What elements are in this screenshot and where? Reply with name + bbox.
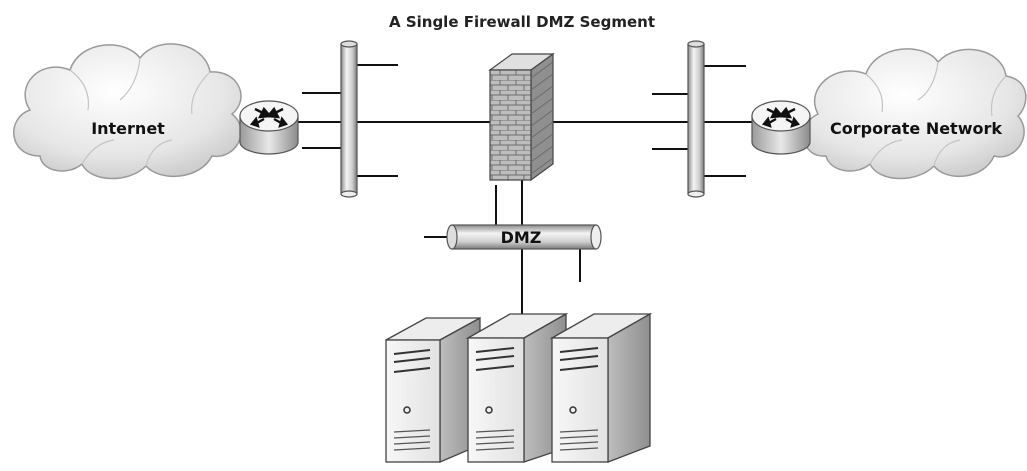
- corporate-router-icon: [751, 100, 811, 155]
- dmz-servers: [385, 312, 653, 463]
- server-icon: [549, 312, 653, 463]
- internet-cloud-icon: [13, 43, 242, 180]
- dmz-segment-pipe-icon: [446, 224, 602, 250]
- diagram-title: A Single Firewall DMZ Segment: [389, 13, 655, 31]
- internet-segment-pipe-icon: [340, 40, 358, 198]
- internet-label: Internet: [91, 119, 165, 138]
- connection-lines: [298, 64, 752, 318]
- internet-router-icon: [239, 100, 299, 155]
- corporate-segment-pipe-icon: [687, 40, 705, 198]
- dmz-label: DMZ: [501, 228, 542, 247]
- corporate-network-cloud-icon: [803, 48, 1027, 180]
- server-icon: [385, 316, 481, 463]
- firewall-icon: [488, 52, 555, 182]
- corporate-network-label: Corporate Network: [830, 119, 1002, 138]
- server-icon: [465, 312, 569, 463]
